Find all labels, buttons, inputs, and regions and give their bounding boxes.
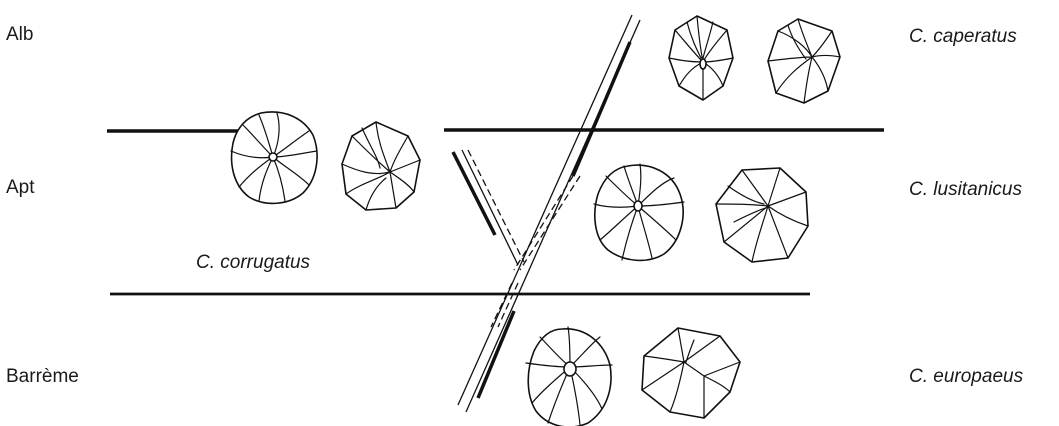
branch-corrugatus-bold	[453, 152, 495, 235]
lineage-dashed-b	[520, 176, 580, 270]
fossil-europaeus-1	[526, 327, 612, 426]
fossil-apt-angular	[342, 122, 420, 210]
stage-label-apt: Apt	[6, 178, 35, 197]
lineage-dashed-a	[514, 176, 573, 270]
fossil-lusitanicus-angular	[716, 168, 808, 262]
species-label-caperatus: C. caperatus	[909, 27, 1017, 46]
stage-label-barreme: Barrème	[6, 367, 79, 386]
branch-corrugatus-dashed	[468, 150, 524, 262]
fossil-alb-2	[768, 19, 840, 103]
fossil-lusitanicus-radial	[594, 164, 684, 260]
lineage-main-bold-upper	[573, 42, 630, 176]
fossil-apt-radial	[231, 112, 317, 203]
species-label-europaeus: C. europaeus	[909, 367, 1023, 386]
fossil-alb-1	[669, 16, 733, 100]
species-label-corrugatus: C. corrugatus	[196, 253, 310, 272]
species-label-lusitanicus: C. lusitanicus	[909, 180, 1022, 199]
lineage-main-bold-lower	[478, 311, 514, 398]
stage-label-alb: Alb	[6, 25, 33, 44]
branch-corrugatus-line	[462, 150, 518, 265]
fossil-europaeus-2	[642, 328, 740, 418]
